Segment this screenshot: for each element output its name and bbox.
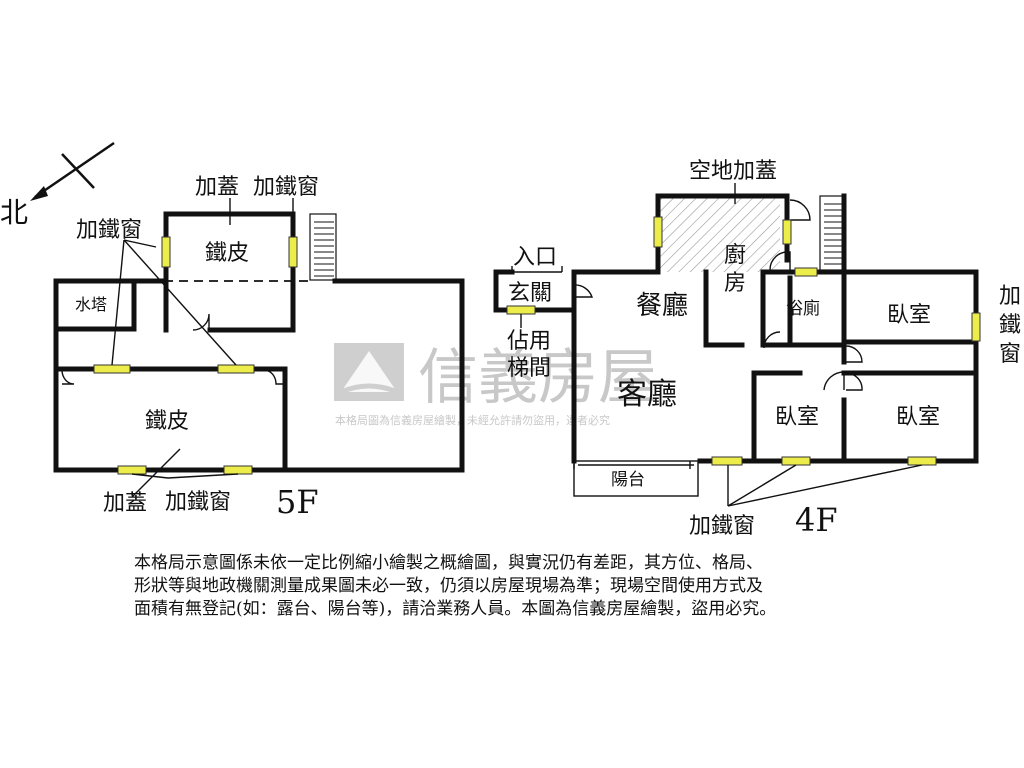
disclaimer: 本格局示意圖係未依一定比例縮小繪製之概繪圖，與實況仍有差距，其方位、格局、 形狀…: [134, 552, 914, 621]
label-bedroom-bottom-right: 臥室: [896, 405, 940, 430]
label-bathroom: 浴廁: [786, 298, 820, 319]
disclaimer-line-2: 形狀等與地政機關測量成果圖未必一致，仍須以房屋現場為準；現場空間使用方式及: [134, 576, 763, 596]
floor-label-5f: 5F: [276, 483, 319, 521]
label-addition-bottom: 加蓋: [103, 491, 147, 516]
label-occupied-stair-2: 梯間: [507, 356, 551, 381]
label-bedroom-middle: 臥室: [775, 405, 819, 430]
label-iron-window-right-3: 窗: [999, 342, 1021, 367]
label-iron-sheet-lower: 鐵皮: [145, 409, 189, 434]
watermark-notice: 本格局圖為信義房屋繪製，未經允許請勿盜用，違者必究: [335, 413, 610, 427]
label-iron-sheet-upper: 鐵皮: [205, 241, 249, 266]
floor-plan-5f: 加蓋 加鐵窗 加鐵窗 鐵皮 水塔 鐵皮 加蓋 加鐵窗 5F: [53, 175, 465, 521]
label-addition-top: 加蓋: [195, 175, 239, 200]
north-label: 北: [0, 196, 28, 229]
label-water-tower: 水塔: [75, 295, 107, 314]
label-bedroom-right: 臥室: [887, 303, 931, 328]
watermark: 信義房屋 本格局圖為信義房屋繪製，未經允許請勿盜用，違者必究: [334, 343, 658, 427]
label-occupied-stair-1: 佔用: [507, 329, 551, 354]
watermark-brand: 信義房屋: [418, 343, 658, 413]
label-living-room: 客廳: [617, 377, 677, 412]
label-iron-window-right-1: 加: [999, 284, 1021, 309]
label-iron-window-bottom: 加鐵窗: [165, 490, 231, 515]
label-iron-window-left: 加鐵窗: [76, 218, 142, 243]
floor-label-4f: 4F: [795, 501, 838, 539]
label-entrance: 入口: [513, 245, 557, 270]
label-iron-window-right-2: 鐵: [999, 313, 1021, 338]
disclaimer-line-3: 面積有無登記(如：露台、陽台等)，請洽業務人員。本圖為信義房屋繪製，盜用必究。: [134, 599, 777, 619]
disclaimer-line-1: 本格局示意圖係未依一定比例縮小繪製之概繪圖，與實況仍有差距，其方位、格局、: [134, 553, 763, 573]
label-kitchen-2: 房: [724, 271, 746, 296]
label-iron-window-top: 加鐵窗: [253, 175, 319, 200]
label-dining-room: 餐廳: [636, 291, 688, 321]
label-balcony: 陽台: [611, 470, 645, 490]
compass: 北: [0, 141, 115, 229]
floor-plan-4f: 空地加蓋 入口 玄關 佔用 梯間 餐廳 廚 房 浴廁 臥室 客廳 臥室 臥室 陽…: [493, 159, 1021, 539]
label-vacant-addition: 空地加蓋: [689, 159, 777, 184]
label-iron-window-bottom-4f: 加鐵窗: [689, 514, 755, 539]
label-foyer: 玄關: [508, 281, 552, 306]
label-kitchen-1: 廚: [724, 243, 746, 268]
